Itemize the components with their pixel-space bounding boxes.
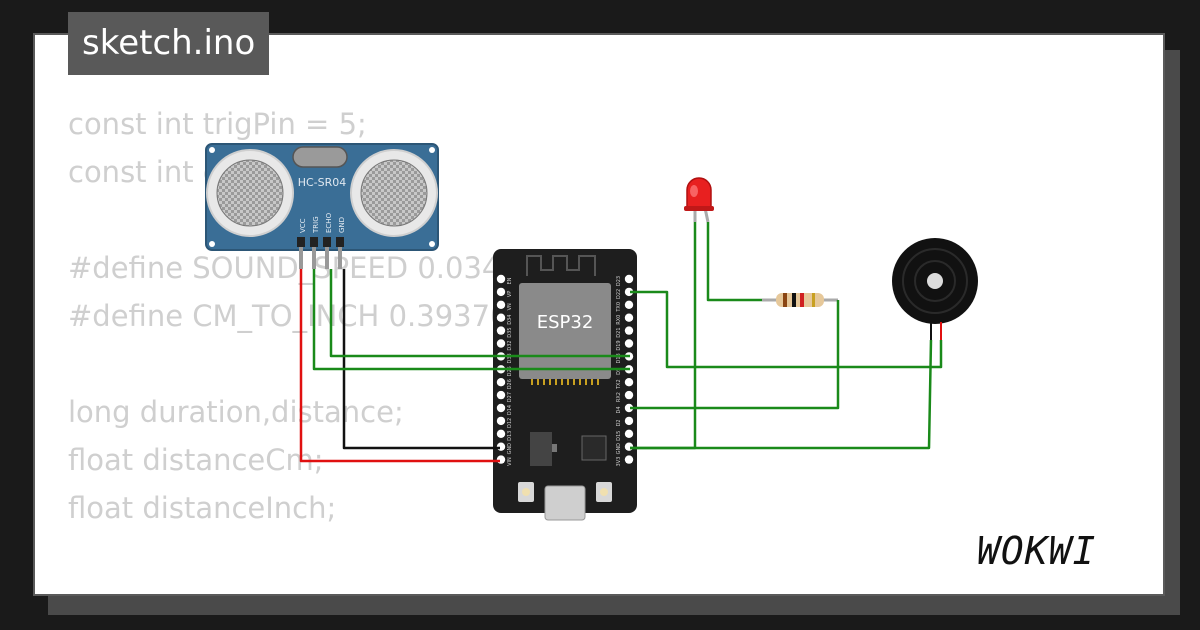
esp32-board[interactable]: ESP32 ENVPVND34D35D32D33D25D26D27D14D12D… xyxy=(493,249,637,521)
board-pin-hole[interactable] xyxy=(624,429,634,438)
board-pin-hole[interactable] xyxy=(496,274,506,284)
board-pin-hole[interactable] xyxy=(624,390,634,400)
board-pin-hole[interactable] xyxy=(624,274,634,284)
board-pin-label: EN xyxy=(507,277,513,284)
wire-led-gnd[interactable] xyxy=(630,222,697,450)
board-pin-hole[interactable] xyxy=(624,287,634,297)
board-pin-label: GND xyxy=(616,443,622,455)
board-pin-hole[interactable] xyxy=(496,429,506,438)
wokwi-logo: WOKWI xyxy=(977,529,1096,573)
board-label: ESP32 xyxy=(537,312,594,333)
board-pin-label: D23 xyxy=(616,276,622,286)
board-pin-label: D15 xyxy=(616,431,622,441)
code-line: float distanceCm; xyxy=(68,443,324,477)
board-pin-hole[interactable] xyxy=(496,390,506,400)
board-pin-label: D18 xyxy=(616,353,622,363)
board-pin-hole[interactable] xyxy=(624,339,634,348)
resistor[interactable] xyxy=(762,293,838,307)
board-pin-hole[interactable] xyxy=(496,442,506,451)
board-pin-hole[interactable] xyxy=(496,313,506,322)
code-line: const int trigPin = 5; xyxy=(68,107,367,141)
board-pin-hole[interactable] xyxy=(624,313,634,322)
board-pin-hole[interactable] xyxy=(624,442,634,451)
board-pin-hole[interactable] xyxy=(624,416,634,426)
wire-trig[interactable] xyxy=(312,269,630,371)
board-pin-label: D19 xyxy=(616,340,622,350)
piezo-buzzer[interactable] xyxy=(892,238,978,340)
board-pin-hole[interactable] xyxy=(496,403,506,413)
board-pin-hole[interactable] xyxy=(624,403,634,413)
board-pin-hole[interactable] xyxy=(496,378,506,387)
board-pin-label: GND xyxy=(507,443,513,455)
board-pin-label: RX0 xyxy=(616,315,622,325)
board-pin-label: VIN xyxy=(507,457,513,466)
wire-gnd[interactable] xyxy=(342,269,500,450)
board-pin-hole[interactable] xyxy=(496,416,506,426)
sensor-pin-label: GND xyxy=(338,217,346,233)
board-pin-hole[interactable] xyxy=(496,287,506,297)
board-pin-label: RX2 xyxy=(616,392,622,402)
board-pin-label: 3V3 xyxy=(616,457,622,467)
board-pin-hole[interactable] xyxy=(624,455,634,464)
wires xyxy=(299,222,943,463)
wire-vcc[interactable] xyxy=(299,269,500,463)
board-pin-hole[interactable] xyxy=(496,326,506,335)
board-pin-label: D21 xyxy=(616,327,622,337)
sensor-pin-label: TRIG xyxy=(312,216,320,234)
wire-echo[interactable] xyxy=(329,269,630,358)
board-pin-label: VN xyxy=(507,303,513,310)
board-pin-hole[interactable] xyxy=(496,300,506,309)
code-line: float distanceInch; xyxy=(68,491,337,525)
board-pin-label: D26 xyxy=(507,379,513,389)
board-pin-label: D32 xyxy=(507,340,513,350)
board-pin-label: TX2 xyxy=(616,379,622,390)
board-pin-label: D33 xyxy=(507,353,513,363)
board-pin-label: D13 xyxy=(507,431,513,441)
wire-buzzer-gnd[interactable] xyxy=(630,339,933,450)
board-pin-hole[interactable] xyxy=(624,378,634,387)
board-pin-hole[interactable] xyxy=(496,455,506,464)
board-pin-label: TX0 xyxy=(616,302,622,313)
board-pin-label: D2 xyxy=(616,419,622,426)
sensor-label: HC-SR04 xyxy=(298,176,347,189)
board-pin-label: VP xyxy=(507,291,513,297)
wire-led-resistor[interactable] xyxy=(706,222,762,302)
sensor-pin-label: VCC xyxy=(299,218,307,233)
board-pin-hole[interactable] xyxy=(624,300,634,309)
board-pin-label: D25 xyxy=(507,366,513,376)
red-led[interactable] xyxy=(684,177,714,223)
filename-tab[interactable]: sketch.ino xyxy=(68,12,270,75)
board-pin-label: D34 xyxy=(507,315,513,325)
sensor-pin-label: ECHO xyxy=(325,212,333,233)
code-line: long duration,distance; xyxy=(68,395,404,429)
ultrasonic-sensor[interactable]: HC-SR04 VCC TRIG ECHO GND xyxy=(205,143,439,269)
board-pin-label: D14 xyxy=(507,405,513,415)
board-pin-hole[interactable] xyxy=(624,326,634,335)
board-pin-label: D27 xyxy=(507,392,513,402)
wire-buzzer-signal[interactable] xyxy=(630,290,943,369)
code-line: #define CM_TO_INCH 0.393701 xyxy=(68,299,527,333)
board-pin-label: D5 xyxy=(616,368,622,375)
board-pin-label: D4 xyxy=(616,406,622,413)
wire-resistor-d2[interactable] xyxy=(630,300,840,410)
board-pin-label: D22 xyxy=(616,289,622,299)
code-preview: const int trigPin = 5; const int echoPin… xyxy=(68,100,688,532)
board-pin-label: D35 xyxy=(507,327,513,337)
board-pin-hole[interactable] xyxy=(496,339,506,348)
wokwi-logo-text: WOKWI xyxy=(977,529,1096,573)
board-pin-label: D12 xyxy=(507,418,513,428)
